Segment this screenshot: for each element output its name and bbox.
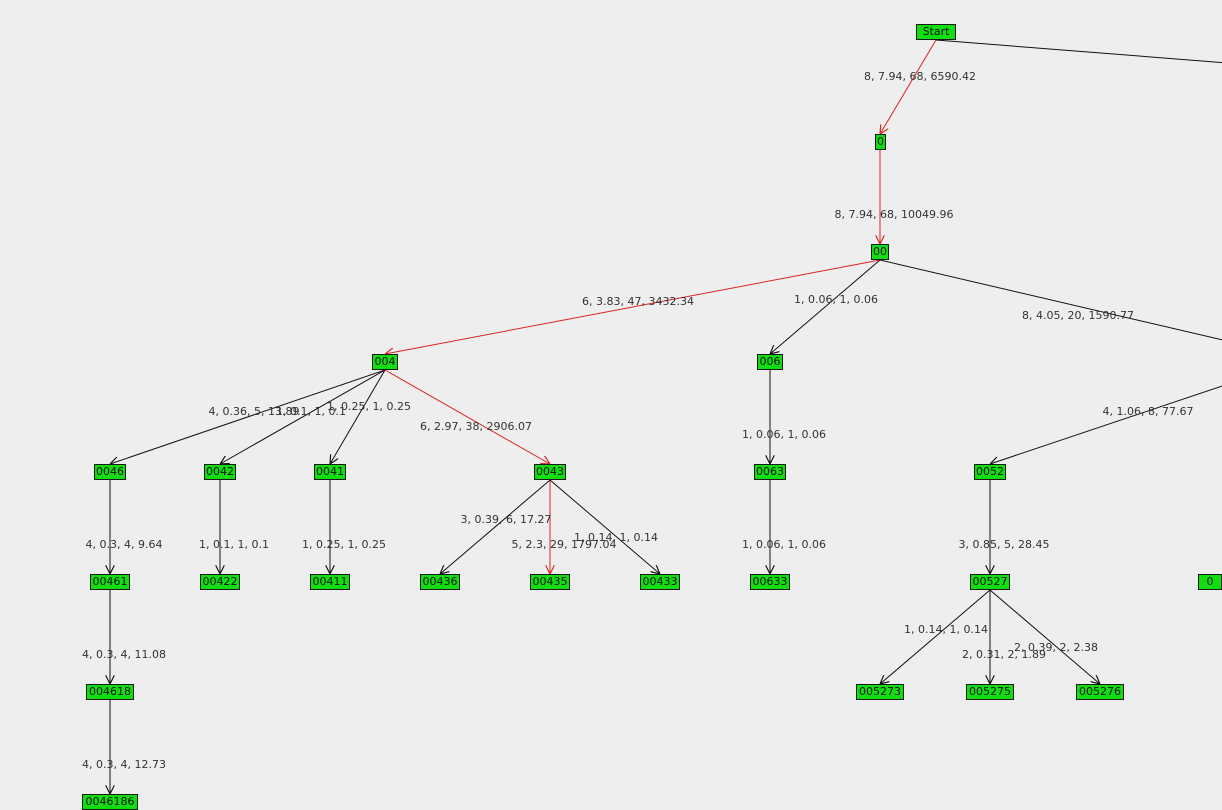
tree-diagram: 8, 7.94, 68, 6590.42 8, 7.94, 68, 10049.9… [82, 24, 1222, 810]
edge-label: 1, 0.06, 1, 0.06 [794, 293, 878, 306]
tree-node-0052[interactable]: 0052 [974, 464, 1006, 480]
edge-Start-offscreen_c[interactable] [935, 39, 1222, 64]
edge-label: 8, 7.94, 68, 6590.42 [864, 70, 976, 83]
edge-label: 1, 0.25, 1, 0.25 [327, 400, 411, 413]
tree-node-005273[interactable]: 005273 [856, 684, 904, 700]
tree-node-005276[interactable]: 005276 [1076, 684, 1124, 700]
edge-0043-00436[interactable] [440, 479, 551, 574]
edge-004-0042[interactable] [220, 369, 386, 464]
edge-label: 1, 0.25, 1, 0.25 [302, 538, 386, 551]
edge-label: 1, 0.06, 1, 0.06 [742, 428, 826, 441]
edge-label: 5, 2.3, 29, 1797.04 [512, 538, 617, 551]
edge-00-offscreen_a[interactable] [879, 259, 1222, 344]
edge-00527-005276[interactable] [989, 589, 1100, 684]
tree-node-00411[interactable]: 00411 [310, 574, 350, 590]
edge-004-0043[interactable] [384, 369, 550, 464]
edge-label: 1, 0.06, 1, 0.06 [742, 538, 826, 551]
tree-node-00433[interactable]: 00433 [640, 574, 680, 590]
edge-004-0041[interactable] [330, 369, 386, 464]
tree-node-0046[interactable]: 0046 [94, 464, 126, 480]
tree-node-0[interactable]: 0 [875, 134, 886, 150]
edge-00-006[interactable] [770, 259, 881, 354]
edge-label: 3, 0.85, 5, 28.45 [959, 538, 1050, 551]
edge-label: 8, 7.94, 68, 10049.96 [835, 208, 954, 221]
edge-label: 2, 0.39, 2, 2.38 [1014, 641, 1098, 654]
tree-node-00422[interactable]: 00422 [200, 574, 240, 590]
edge-label: 1, 0.1, 1, 0.1 [199, 538, 269, 551]
edge-label: 2, 0.31, 2, 1.89 [962, 648, 1046, 661]
edge-label: 1, 0.14, 1, 0.14 [574, 531, 658, 544]
edge-label: 1, 0.1, 1, 0.1 [276, 405, 346, 418]
tree-node-00435[interactable]: 00435 [530, 574, 570, 590]
edge-00527-005273[interactable] [880, 589, 991, 684]
edge-label: 4, 1.06, 8, 77.67 [1103, 405, 1194, 418]
tree-node-00633[interactable]: 00633 [750, 574, 790, 590]
tree-node-0043[interactable]: 0043 [534, 464, 566, 480]
tree-node-0063[interactable]: 0063 [754, 464, 786, 480]
edge-00-004[interactable] [385, 259, 881, 354]
edge-label: 4, 0.3, 4, 12.73 [82, 758, 166, 771]
edge-label: 4, 0.3, 4, 11.08 [82, 648, 166, 661]
tree-node-00436[interactable]: 00436 [420, 574, 460, 590]
edge-label: 3, 0.39, 6, 17.27 [461, 513, 552, 526]
tree-node-00527[interactable]: 00527 [970, 574, 1010, 590]
edge-label: 6, 2.97, 38, 2906.07 [420, 420, 532, 433]
edge-offscreen_b-0052[interactable] [990, 380, 1222, 464]
tree-node-0041[interactable]: 0041 [314, 464, 346, 480]
tree-node-006[interactable]: 006 [757, 354, 783, 370]
edge-label: 8, 4.05, 20, 1590.77 [1022, 309, 1134, 322]
tree-node-partial_right[interactable]: 0 [1198, 574, 1222, 590]
edge-Start-0[interactable] [880, 39, 937, 134]
tree-node-00[interactable]: 00 [871, 244, 889, 260]
edge-layer: 8, 7.94, 68, 6590.42 8, 7.94, 68, 10049.9… [82, 39, 1222, 794]
edge-label: 1, 0.14, 1, 0.14 [904, 623, 988, 636]
tree-node-005275[interactable]: 005275 [966, 684, 1014, 700]
edge-004-0046[interactable] [110, 369, 386, 464]
edge-label: 4, 0.3, 4, 9.64 [86, 538, 163, 551]
tree-node-0042[interactable]: 0042 [204, 464, 236, 480]
edge-label: 4, 0.36, 5, 13.89 [209, 405, 300, 418]
tree-node-004618[interactable]: 004618 [86, 684, 134, 700]
tree-node-Start[interactable]: Start [916, 24, 956, 40]
edge-label: 6, 3.83, 47, 3432.34 [582, 295, 694, 308]
tree-node-00461[interactable]: 00461 [90, 574, 130, 590]
tree-node-004[interactable]: 004 [372, 354, 398, 370]
edge-0043-00433[interactable] [549, 479, 660, 574]
tree-node-partial_bottom[interactable]: 0046186 [82, 794, 138, 810]
